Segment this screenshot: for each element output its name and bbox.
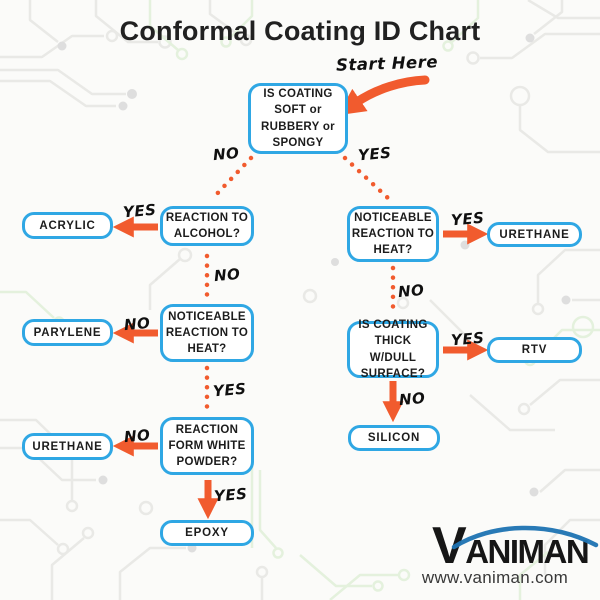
node-question-reaction-alcohol: REACTION TO ALCOHOL? <box>160 206 254 246</box>
node-result-urethane-left: URETHANE <box>22 433 113 460</box>
node-result-silicon: SILICON <box>348 425 440 451</box>
page-title: Conformal Coating ID Chart <box>119 16 481 46</box>
edge-label-powder-no: NO <box>123 425 152 447</box>
edge-label-heat-right-yes: YES <box>450 208 486 230</box>
edge-label-heat-right-no: NO <box>397 280 426 302</box>
logo-swoosh-icon <box>451 525 599 550</box>
edge-label-powder-yes: YES <box>213 484 249 506</box>
edge-label-thick-no: NO <box>398 388 427 410</box>
dotted-link-start-no <box>209 155 254 202</box>
edge-label-heat-left-no: NO <box>123 313 152 335</box>
edge-label-alcohol-yes: YES <box>122 200 158 222</box>
start-here-arrow-icon <box>337 75 430 116</box>
edge-label-thick-yes: YES <box>450 328 486 350</box>
node-question-heat-left: NOTICEABLE REACTION TO HEAT? <box>160 304 254 362</box>
node-result-epoxy: EPOXY <box>160 520 254 546</box>
start-here-label: Start Here <box>335 52 439 75</box>
website-url: www.vaniman.com <box>421 568 569 587</box>
node-question-thick-dull: IS COATING THICK W/DULL SURFACE? <box>347 319 439 380</box>
dotted-link-start-yes <box>342 155 392 202</box>
node-question-white-powder: REACTION FORM WHITE POWDER? <box>160 417 254 475</box>
vaniman-logo: VANIMAN <box>432 517 600 575</box>
vaniman-logo-text: VANIMAN <box>432 517 590 575</box>
node-result-rtv: RTV <box>487 337 582 363</box>
edge-label-heat-left-yes: YES <box>212 379 248 401</box>
node-question-heat-right: NOTICEABLE REACTION TO HEAT? <box>347 206 439 262</box>
node-question-start: IS COATING SOFT or RUBBERY or SPONGY <box>248 83 348 154</box>
edge-label-start-no: NO <box>212 143 241 165</box>
node-result-parylene: PARYLENE <box>22 319 113 346</box>
node-result-urethane-right: URETHANE <box>487 222 582 247</box>
edge-label-start-yes: YES <box>357 143 393 165</box>
edge-label-alcohol-no: NO <box>213 264 242 286</box>
node-result-acrylic: ACRYLIC <box>22 212 113 239</box>
